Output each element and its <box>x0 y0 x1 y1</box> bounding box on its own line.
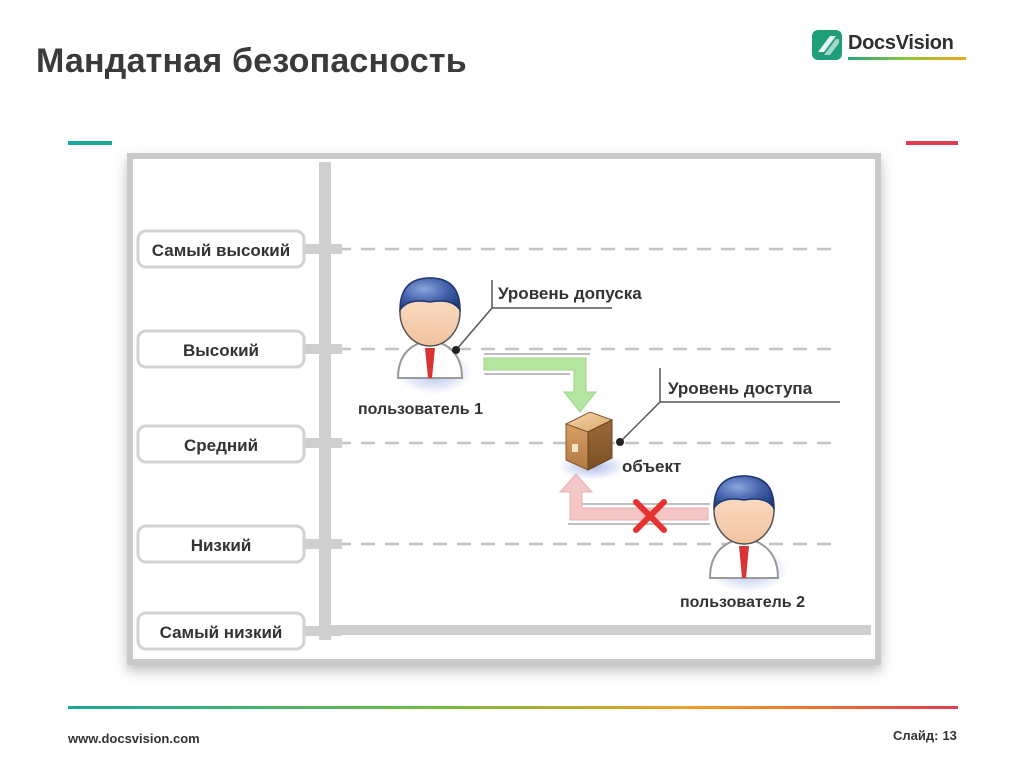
level-text-high: Высокий <box>183 341 259 360</box>
clearance-callout: Уровень допуска <box>452 280 642 354</box>
footer-rule <box>68 706 958 709</box>
object-box-icon <box>558 411 626 480</box>
user-2-icon <box>708 475 788 592</box>
level-label-lowest: Самый низкий <box>136 611 306 651</box>
logo-underline <box>848 57 966 60</box>
access-label: Уровень доступа <box>668 379 813 398</box>
level-stub-high <box>302 344 342 354</box>
clearance-label: Уровень допуска <box>498 284 642 303</box>
mandatory-access-diagram: Самый высокий Высокий Средний Низкий Сам… <box>112 140 906 696</box>
level-text-medium: Средний <box>184 436 258 455</box>
vertical-axis-bar <box>319 162 331 640</box>
level-label-low: Низкий <box>136 524 306 564</box>
accent-bar-left <box>68 141 112 145</box>
docsvision-logo: DocsVision <box>810 28 966 62</box>
logo-mark-icon <box>812 30 842 60</box>
level-label-high: Высокий <box>136 329 306 369</box>
level-label-medium: Средний <box>136 424 306 464</box>
user-1-icon <box>396 277 472 394</box>
level-text-low: Низкий <box>191 536 252 555</box>
accent-bar-right <box>906 141 958 145</box>
level-stub-lowest <box>302 626 342 636</box>
logo-text: DocsVision <box>848 32 954 54</box>
bottom-axis-bar <box>319 625 871 635</box>
level-text-lowest: Самый низкий <box>160 623 283 642</box>
level-stub-low <box>302 539 342 549</box>
allowed-arrow <box>483 353 598 413</box>
footer-url: www.docsvision.com <box>68 731 200 746</box>
slide-number-value: 13 <box>942 728 957 743</box>
user-1-label: пользователь 1 <box>358 401 483 418</box>
level-label-highest: Самый высокий <box>136 229 306 269</box>
user-2-label: пользователь 2 <box>680 594 805 611</box>
slide-title: Мандатная безопасность <box>36 42 467 80</box>
slide-number: Слайд:13 <box>893 728 957 743</box>
level-stub-highest <box>302 244 342 254</box>
slide-number-label: Слайд: <box>893 728 939 743</box>
deny-cross-icon <box>633 499 667 533</box>
object-label: объект <box>622 457 681 476</box>
access-callout: Уровень доступа <box>616 368 840 446</box>
level-text-highest: Самый высокий <box>152 241 290 260</box>
level-stub-medium <box>302 438 342 448</box>
